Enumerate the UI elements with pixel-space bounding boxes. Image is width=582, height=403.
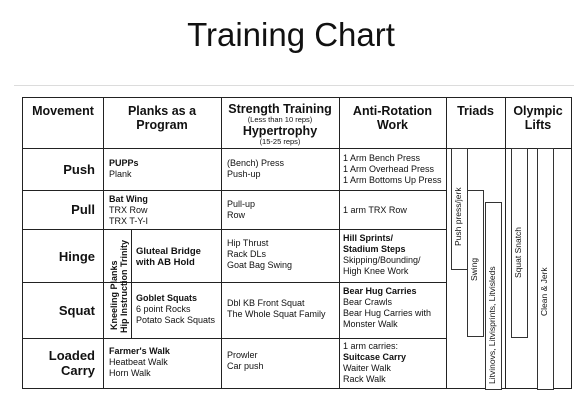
cell-line: Waiter Walk bbox=[343, 363, 391, 373]
header-anti-rotation: Anti-Rotation Work bbox=[352, 104, 433, 132]
header-hypertrophy-label: Hypertrophy bbox=[242, 124, 318, 138]
cell-line: Car push bbox=[227, 361, 264, 371]
row-divider bbox=[23, 229, 446, 230]
cell-line: Hip Thrust bbox=[227, 238, 269, 248]
cell-line: Bat Wing bbox=[109, 194, 148, 204]
cell-line: Rack Walk bbox=[343, 374, 386, 384]
cell-line: Hill Sprints/ bbox=[343, 233, 394, 243]
cell-line: Plank bbox=[109, 169, 132, 179]
triad-litvinovs-box bbox=[485, 202, 502, 390]
row-hinge-label: Hinge bbox=[58, 249, 95, 264]
cell-line: Farmer's Walk bbox=[109, 346, 170, 356]
olympic-clean-jerk-label: Clean & Jerk bbox=[539, 267, 549, 316]
cell-line: 1 arm carries: bbox=[343, 341, 399, 351]
row-pull-label: Pull bbox=[71, 202, 95, 217]
cell-line: Row bbox=[227, 210, 246, 220]
row-squat-label: Squat bbox=[58, 303, 95, 318]
cell-line: Suitcase Carry bbox=[343, 352, 407, 362]
cell-push-strength: (Bench) Press Push-up bbox=[227, 158, 284, 180]
triad-swing-label: Swing bbox=[469, 257, 479, 281]
cell-line: Skipping/Bounding/ bbox=[343, 255, 421, 265]
cell-push-anti: 1 Arm Bench Press 1 Arm Overhead Press 1… bbox=[343, 153, 442, 186]
header-movement: Movement bbox=[32, 104, 94, 118]
col-divider bbox=[221, 98, 222, 388]
cell-line: High Knee Work bbox=[343, 266, 409, 276]
cell-line: with AB Hold bbox=[136, 257, 195, 268]
page-title: Training Chart bbox=[187, 16, 395, 53]
cell-line: Push-up bbox=[227, 169, 261, 179]
cell-carry-planks: Farmer's Walk Heatbeat Walk Horn Walk bbox=[109, 346, 170, 379]
row-divider bbox=[23, 190, 446, 191]
cell-line: PUPPs bbox=[109, 158, 139, 168]
cell-squat-anti: Bear Hug Carries Bear Crawls Bear Hug Ca… bbox=[343, 286, 431, 330]
cell-line: Potato Sack Squats bbox=[136, 315, 216, 325]
header-triads: Triads bbox=[457, 104, 494, 118]
vertical-hip-instruction: Hip Instruction Trinity bbox=[119, 239, 129, 333]
cell-line: Monster Walk bbox=[343, 319, 398, 329]
header-planks: Planks as a Program bbox=[127, 104, 197, 132]
cell-line: 1 Arm Bottoms Up Press bbox=[343, 175, 442, 185]
cell-line: 6 point Rocks bbox=[136, 304, 191, 314]
cell-line: Horn Walk bbox=[109, 368, 151, 378]
triad-swing-box bbox=[467, 190, 484, 337]
cell-carry-strength: Prowler Car push bbox=[227, 350, 264, 372]
cell-line: 1 Arm Bench Press bbox=[343, 153, 421, 163]
header-divider bbox=[23, 148, 571, 149]
cell-line: (Bench) Press bbox=[227, 158, 285, 168]
row-loaded-carry-line: Carry bbox=[61, 363, 95, 378]
row-divider bbox=[23, 282, 446, 283]
row-divider bbox=[23, 338, 446, 339]
cell-line: Rack DLs bbox=[227, 249, 267, 259]
title-divider bbox=[14, 85, 574, 86]
cell-line: Bear Hug Carries bbox=[343, 286, 417, 296]
row-push-label: Push bbox=[63, 162, 95, 177]
header-hypertrophy-sub: (15-25 reps) bbox=[259, 137, 301, 146]
cell-line: Goblet Squats bbox=[136, 293, 198, 303]
header-strength: Strength Training (Less than 10 reps) Hy… bbox=[221, 102, 339, 146]
vertical-kneeling-planks: Kneeling Planks bbox=[109, 260, 119, 330]
olympic-clean-jerk-box bbox=[537, 148, 554, 390]
cell-line: Gluteal Bridge bbox=[136, 246, 201, 257]
triad-push-press-label: Push press/jerk bbox=[453, 187, 463, 246]
cell-line: The Whole Squat Family bbox=[227, 309, 326, 319]
cell-hinge-anti: Hill Sprints/ Stadium Steps Skipping/Bou… bbox=[343, 233, 421, 277]
cell-line: 1 Arm Overhead Press bbox=[343, 164, 435, 174]
training-table: Movement Planks as a Program Strength Tr… bbox=[22, 97, 572, 390]
cell-line: Stadium Steps bbox=[343, 244, 406, 254]
cell-push-planks: PUPPs Plank bbox=[109, 158, 139, 180]
header-strength-label: Strength Training bbox=[228, 102, 332, 116]
cell-line: Heatbeat Walk bbox=[109, 357, 168, 367]
col-divider bbox=[505, 98, 506, 388]
cell-pull-anti: 1 arm TRX Row bbox=[343, 205, 407, 216]
cell-squat-strength: Dbl KB Front Squat The Whole Squat Famil… bbox=[227, 298, 326, 320]
cell-line: Prowler bbox=[227, 350, 258, 360]
cell-line: TRX T-Y-I bbox=[109, 216, 149, 226]
cell-line: TRX Row bbox=[109, 205, 148, 215]
cell-pull-strength: Pull-up Row bbox=[227, 199, 255, 221]
cell-line: Pull-up bbox=[227, 199, 256, 209]
cell-line: Dbl KB Front Squat bbox=[227, 298, 305, 308]
cell-carry-anti: 1 arm carries: Suitcase Carry Waiter Wal… bbox=[343, 341, 406, 385]
col-divider bbox=[446, 98, 447, 388]
header-olympic: Olympic Lifts bbox=[513, 104, 563, 132]
cell-hinge-strength: Hip Thrust Rack DLs Goat Bag Swing bbox=[227, 238, 292, 271]
cell-squat-planks: Goblet Squats 6 point Rocks Potato Sack … bbox=[136, 293, 215, 326]
olympic-squat-snatch-label: Squat Snatch bbox=[513, 226, 523, 278]
vertical-divider bbox=[131, 229, 132, 338]
triad-litvinovs-label: Litvinovs, Litvisprints, Litvisleds bbox=[487, 266, 497, 384]
cell-line: 1 arm TRX Row bbox=[343, 205, 407, 215]
col-divider bbox=[103, 98, 104, 388]
cell-line: Goat Bag Swing bbox=[227, 260, 293, 270]
header-strength-sub: (Less than 10 reps) bbox=[247, 115, 313, 124]
row-loaded-carry-label: Loaded Carry bbox=[23, 348, 95, 378]
olympic-squat-snatch-box bbox=[511, 148, 528, 338]
cell-hinge-planks: Gluteal Bridge with AB Hold bbox=[136, 246, 201, 268]
cell-line: Bear Crawls bbox=[343, 297, 393, 307]
cell-pull-planks: Bat Wing TRX Row TRX T-Y-I bbox=[109, 194, 148, 227]
col-divider bbox=[339, 98, 340, 388]
row-loaded-carry-line: Loaded bbox=[48, 348, 95, 363]
cell-line: Bear Hug Carries with bbox=[343, 308, 432, 318]
